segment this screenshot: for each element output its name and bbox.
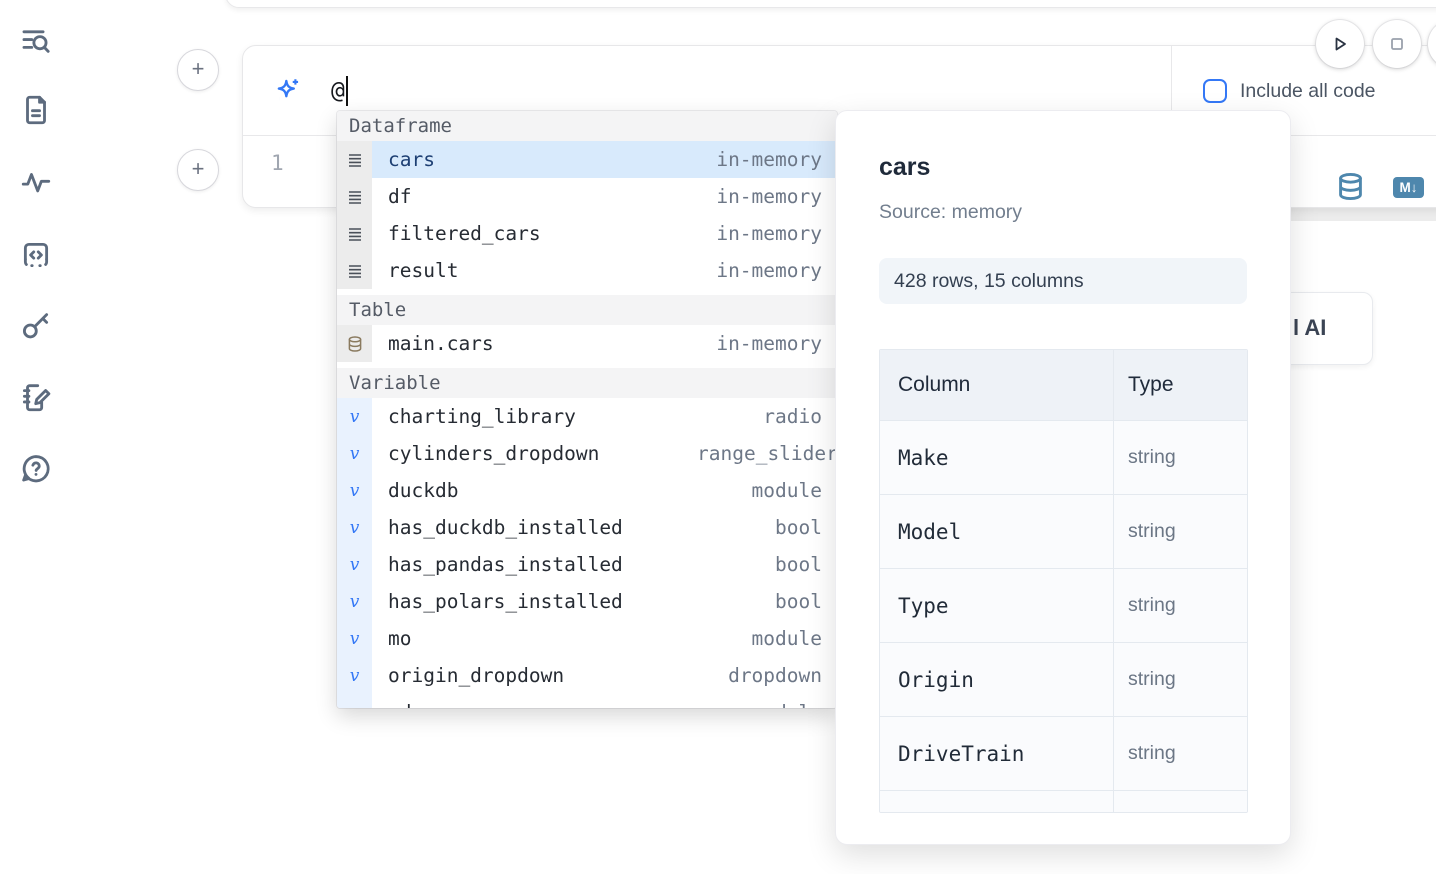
- dataframe-icon: [337, 178, 372, 215]
- ai-button-label: l AI: [1293, 315, 1327, 340]
- datasource-icon[interactable]: [1336, 172, 1365, 202]
- key-icon[interactable]: [19, 309, 53, 343]
- ai-prompt-input[interactable]: @: [331, 72, 1031, 110]
- variable-icon: v: [337, 509, 372, 546]
- schema-row-partial: [880, 791, 1247, 812]
- include-all-code-label: Include all code: [1240, 79, 1376, 102]
- add-cell-button-bottom[interactable]: +: [177, 149, 219, 191]
- stop-button[interactable]: [1373, 20, 1421, 68]
- section-header-dataframe: Dataframe: [337, 111, 837, 141]
- variable-icon: v: [337, 546, 372, 583]
- dataframe-icon: [337, 252, 372, 289]
- markdown-icon[interactable]: M↓: [1393, 177, 1424, 198]
- schema-header-column: Column: [898, 373, 971, 396]
- sparkles-icon: [271, 75, 303, 107]
- line-number: 1: [271, 151, 284, 175]
- schema-row: Make string: [880, 421, 1247, 495]
- schema-row: Origin string: [880, 643, 1247, 717]
- toolbar-button-partial[interactable]: [1428, 20, 1436, 68]
- preview-source: Source: memory: [879, 201, 1023, 223]
- add-cell-button-top[interactable]: +: [177, 49, 219, 91]
- schema-header-row: Column Type: [880, 350, 1247, 421]
- include-all-code-checkbox[interactable]: [1203, 79, 1227, 103]
- schema-header-type: Type: [1113, 350, 1247, 420]
- dataframe-preview-panel: cars Source: memory 428 rows, 15 columns…: [835, 110, 1291, 845]
- code-snippets-icon[interactable]: [19, 238, 53, 272]
- autocomplete-item-pd[interactable]: v pdmodule: [337, 694, 837, 708]
- section-header-table: Table: [337, 295, 837, 325]
- shape-badge: 428 rows, 15 columns: [879, 258, 1247, 304]
- preview-title: cars: [879, 153, 931, 181]
- variable-icon: v: [337, 694, 372, 708]
- previous-cell-partial: [225, 0, 1436, 8]
- text-search-icon[interactable]: [19, 24, 53, 58]
- notebook-edit-icon[interactable]: [19, 380, 53, 414]
- dataframe-icon: [337, 215, 372, 252]
- variable-icon: v: [337, 435, 372, 472]
- variable-icon: v: [337, 583, 372, 620]
- dataframe-icon: [337, 141, 372, 178]
- help-chat-icon[interactable]: [19, 452, 53, 486]
- variable-icon: v: [337, 657, 372, 694]
- schema-row: Model string: [880, 495, 1247, 569]
- variable-icon: v: [337, 620, 372, 657]
- table-database-icon: [337, 325, 372, 362]
- variable-icon: v: [337, 472, 372, 509]
- ai-prompt-value: @: [331, 78, 345, 104]
- schema-row: DriveTrain string: [880, 717, 1247, 791]
- run-cell-button[interactable]: [1316, 20, 1364, 68]
- section-header-variable: Variable: [337, 368, 837, 398]
- activity-icon[interactable]: [19, 165, 53, 199]
- text-caret: [345, 76, 348, 106]
- left-sidebar: [0, 0, 72, 874]
- file-document-icon[interactable]: [19, 93, 53, 127]
- schema-table: Column Type Make string Model string Typ…: [879, 349, 1248, 813]
- schema-row: Type string: [880, 569, 1247, 643]
- prompt-divider: [1171, 46, 1172, 135]
- variable-icon: v: [337, 398, 372, 435]
